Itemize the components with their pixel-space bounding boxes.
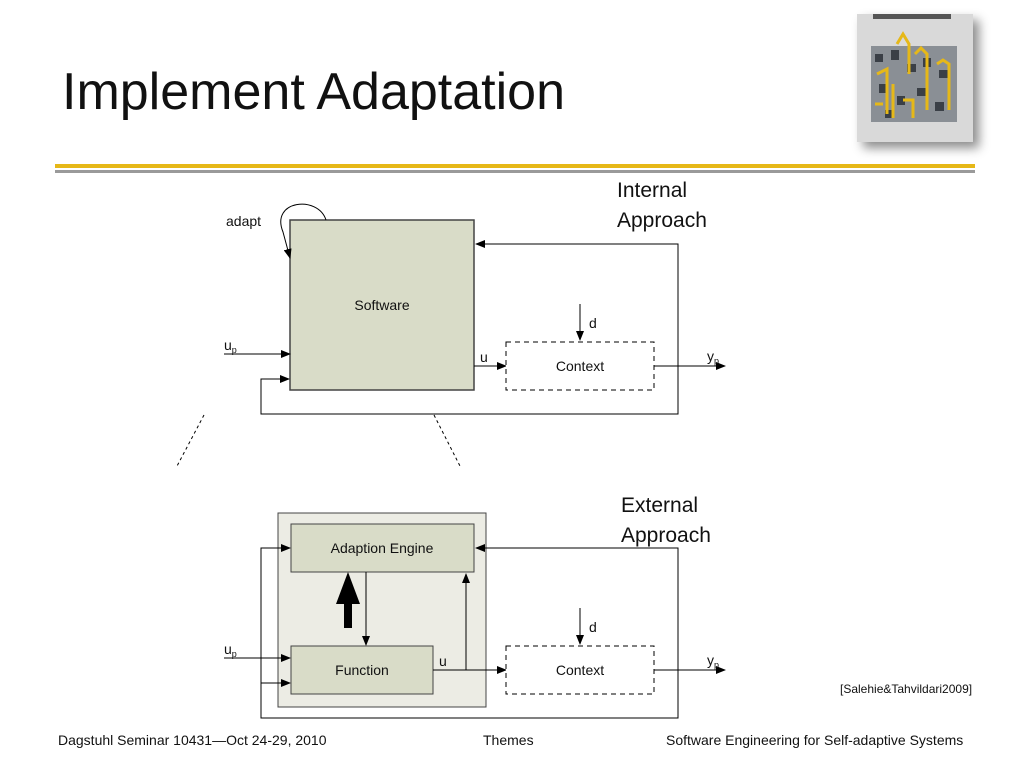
context-label-external: Context [556, 662, 604, 678]
title-underline-gray [55, 170, 975, 173]
external-approach-heading-line2: Approach [621, 524, 711, 547]
software-label: Software [354, 297, 409, 313]
d-label-internal: d [589, 315, 597, 331]
software-box [289, 219, 475, 391]
logo-top-bar [873, 14, 951, 19]
adaption-engine-label: Adaption Engine [331, 540, 434, 556]
context-label-internal: Context [556, 358, 604, 374]
external-diagram [224, 512, 726, 719]
citation: [Salehie&Tahvildari2009] [840, 682, 973, 696]
seminar-logo [857, 14, 973, 142]
yp-label-internal: yp [707, 348, 719, 366]
internal-diagram [224, 203, 726, 415]
internal-approach-heading-line1: Internal [617, 179, 688, 202]
castle-logo-icon [871, 31, 957, 122]
external-approach-heading-line1: External [621, 494, 699, 517]
footer-center: Themes [483, 732, 534, 748]
big-adapt-arrow [336, 572, 360, 628]
function-label: Function [335, 662, 389, 678]
function-box [290, 645, 434, 695]
u-label-external: u [439, 653, 447, 669]
feedback-top-arrow-external [475, 544, 679, 670]
adapt-label: adapt [226, 213, 261, 229]
title-underline-gold [55, 164, 975, 168]
yp-label-external: yp [707, 652, 719, 670]
up-label-internal: up [224, 337, 237, 355]
context-box [505, 341, 655, 391]
adapt-self-loop-arrow [280, 203, 327, 259]
zoom-guide-right [433, 414, 462, 469]
feedback-bottom-arrow [260, 366, 679, 415]
feedback-top-arrow [475, 240, 679, 366]
up-label-external: up [224, 641, 237, 659]
footer-right: Software Engineering for Self-adaptive S… [666, 732, 964, 748]
internal-approach-heading-line2: Approach [617, 209, 707, 232]
u-label-internal: u [480, 349, 488, 365]
slide-title: Implement Adaptation [62, 63, 565, 121]
context-box-external [505, 645, 655, 695]
zoom-guide-left [175, 414, 205, 469]
adaption-engine-box [290, 523, 475, 573]
feedback-engine-input-arrow [260, 544, 679, 719]
d-label-external: d [589, 619, 597, 635]
footer-left: Dagstuhl Seminar 10431—Oct 24-29, 2010 [58, 732, 327, 748]
